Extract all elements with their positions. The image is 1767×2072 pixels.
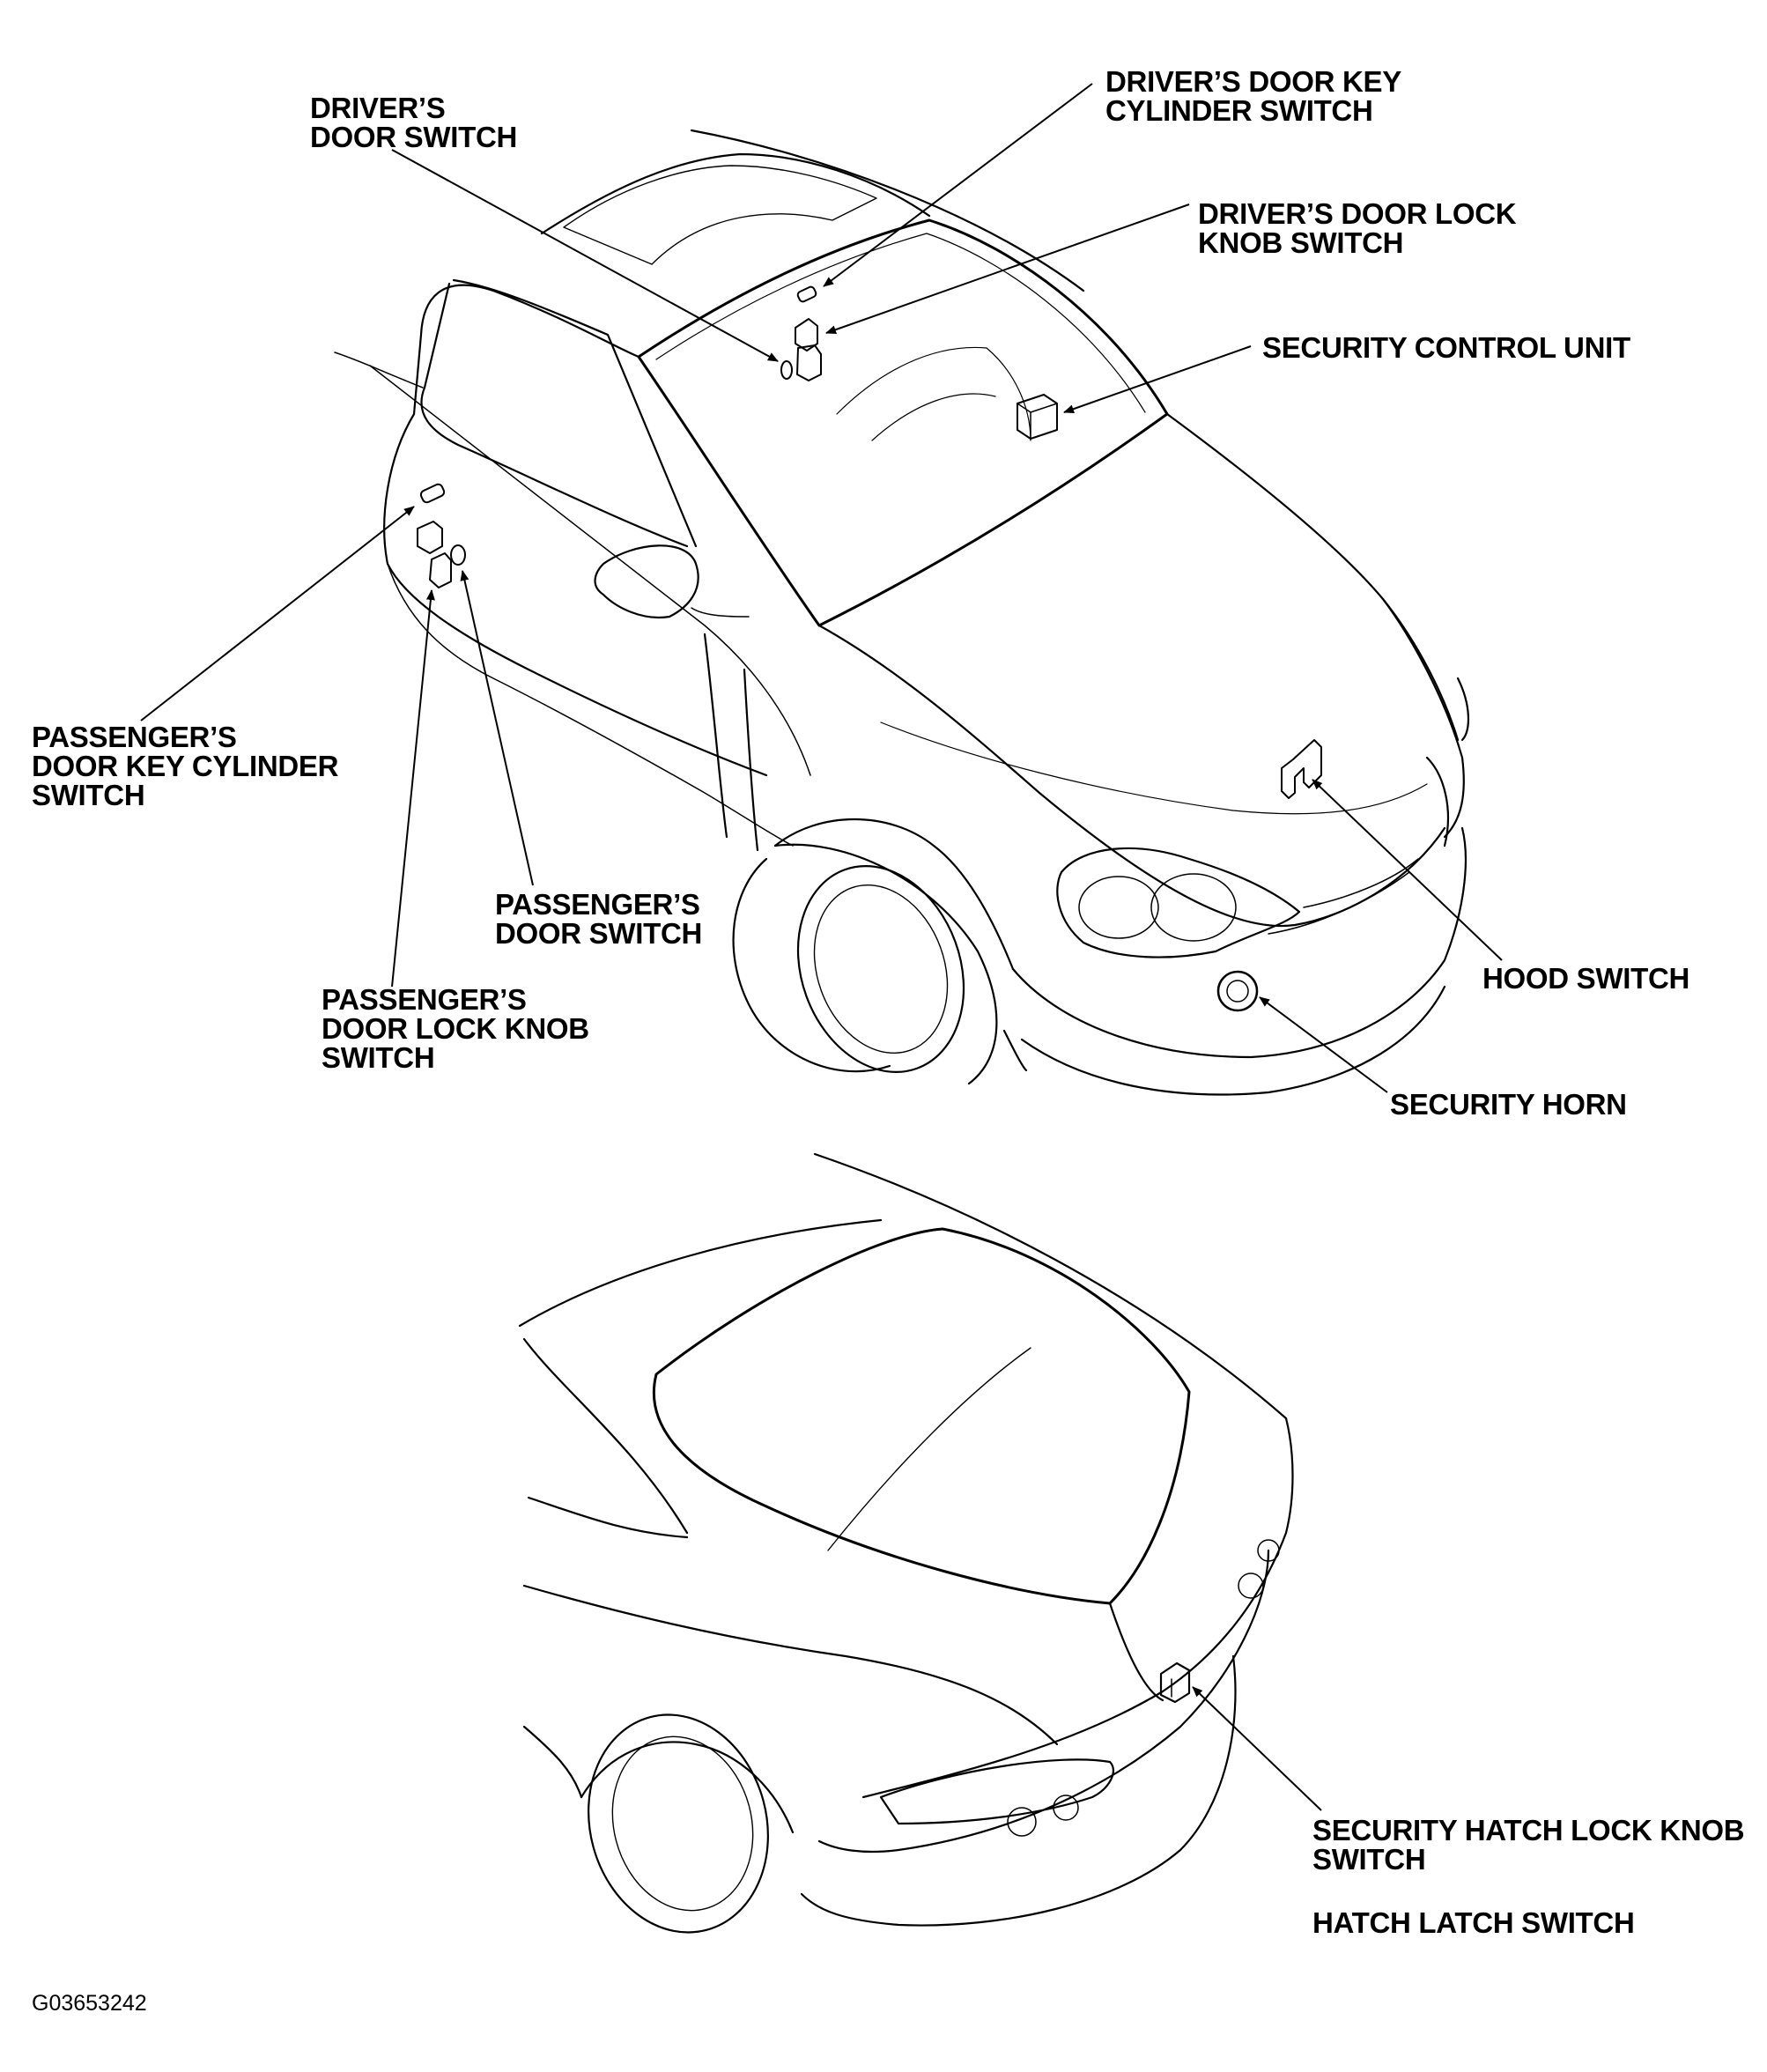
leader-passengers-lock-knob: [391, 589, 435, 988]
label-security-horn: SECURITY HORN: [1390, 1088, 1627, 1121]
label-drivers-door-key-cylinder-switch: DRIVER’S DOOR KEY CYLINDER SWITCH: [1105, 65, 1401, 127]
leader-security-control-unit: [1063, 345, 1252, 414]
leader-drivers-lock-knob: [825, 204, 1190, 335]
label-hatch-latch-switch: HATCH LATCH SWITCH: [1312, 1906, 1635, 1939]
leader-hatch-switch: [1192, 1686, 1322, 1811]
leader-drivers-door-switch: [391, 149, 779, 362]
label-hood-switch: HOOD SWITCH: [1482, 962, 1690, 995]
leader-lines: [140, 83, 1503, 1811]
front-car-drawing: [334, 129, 1470, 1096]
leader-hood-switch: [1312, 779, 1503, 961]
label-passengers-door-switch: PASSENGER’S DOOR SWITCH: [495, 888, 703, 950]
leader-passengers-key-cylinder: [140, 506, 415, 722]
figure-id: G03653242: [32, 1991, 147, 2016]
leader-security-horn: [1259, 996, 1388, 1093]
leader-drivers-key-cylinder: [823, 83, 1093, 287]
label-passengers-door-lock-knob-switch: PASSENGER’S DOOR LOCK KNOB SWITCH: [322, 983, 589, 1074]
label-security-control-unit: SECURITY CONTROL UNIT: [1262, 331, 1630, 364]
label-passengers-door-key-cylinder-switch: PASSENGER’S DOOR KEY CYLINDER SWITCH: [32, 721, 339, 811]
leader-passengers-door-switch: [460, 570, 534, 886]
label-drivers-door-lock-knob-switch: DRIVER’S DOOR LOCK KNOB SWITCH: [1198, 197, 1517, 259]
rear-car-drawing: [518, 1152, 1294, 1934]
label-drivers-door-switch: DRIVER’S DOOR SWITCH: [310, 92, 518, 153]
label-security-hatch-lock-knob-switch: SECURITY HATCH LOCK KNOB SWITCH: [1312, 1814, 1745, 1876]
